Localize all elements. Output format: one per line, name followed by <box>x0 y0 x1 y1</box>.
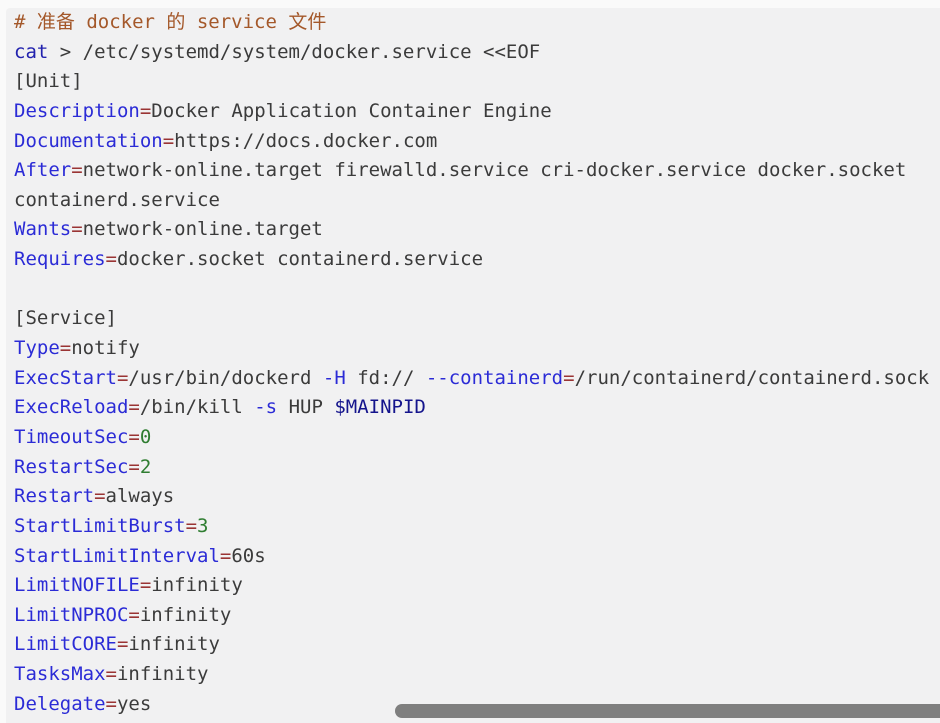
code-token-eq: = <box>105 663 117 686</box>
code-token-text: fd:// <box>345 366 426 389</box>
code-line: TimeoutSec=0 <box>14 423 940 453</box>
code-token-eq: = <box>162 129 175 152</box>
code-line: Requires=docker.socket containerd.servic… <box>14 245 940 275</box>
code-token-text: > /etc/systemd/system/docker.service <<E… <box>48 40 541 63</box>
code-token-key: -H <box>322 366 346 389</box>
code-line: Type=notify <box>14 334 940 364</box>
code-token-text: 60s <box>231 544 266 567</box>
code-line: ExecStart=/usr/bin/dockerd -H fd:// --co… <box>14 364 940 394</box>
code-line: LimitCORE=infinity <box>14 630 940 660</box>
code-token-eq: = <box>128 425 140 448</box>
code-line: ExecReload=/bin/kill -s HUP $MAINPID <box>14 393 940 423</box>
horizontal-scrollbar-thumb[interactable] <box>395 704 940 718</box>
code-token-eq: = <box>128 455 140 478</box>
code-line: LimitNOFILE=infinity <box>14 571 940 601</box>
code-token-text: HUP <box>277 396 335 419</box>
code-line: containerd.service <box>14 186 940 216</box>
code-line: RestartSec=2 <box>14 453 940 483</box>
code-line: cat > /etc/systemd/system/docker.service… <box>14 38 940 68</box>
code-line: Description=Docker Application Container… <box>14 97 940 127</box>
code-token-text: containerd.service <box>14 188 220 211</box>
code-token-cmd: cat <box>14 40 49 63</box>
code-token-text: [Service] <box>14 307 117 330</box>
code-line: StartLimitBurst=3 <box>14 512 940 542</box>
code-token-key: After <box>14 159 72 182</box>
code-token-key: TimeoutSec <box>14 425 129 448</box>
code-token-eq: = <box>105 692 117 715</box>
code-token-key: StartLimitInterval <box>14 544 220 567</box>
code-line: TasksMax=infinity <box>14 660 940 690</box>
code-token-eq: = <box>94 485 106 508</box>
code-token-eq: = <box>139 99 152 122</box>
code-token-eq: = <box>71 159 83 182</box>
code-token-key: Documentation <box>14 129 163 152</box>
code-token-key: --containerd <box>425 366 564 389</box>
code-token-key: LimitNPROC <box>14 603 129 626</box>
code-token-eq: = <box>563 366 575 389</box>
code-token-key: Type <box>14 337 60 360</box>
code-token-eq: = <box>185 514 198 537</box>
code-token-text: network-online.target firewalld.service … <box>82 159 907 182</box>
code-token-text: [Unit] <box>14 70 83 93</box>
code-token-key: LimitCORE <box>14 633 117 656</box>
code-token-text: https://docs.docker.com <box>174 129 438 152</box>
code-token-key: TasksMax <box>14 663 106 686</box>
code-token-text: /usr/bin/dockerd <box>128 366 323 389</box>
code-token-eq: = <box>139 574 152 597</box>
code-token-text: infinity <box>151 574 243 597</box>
code-token-text: always <box>105 485 175 508</box>
code-token-text: infinity <box>139 603 232 626</box>
code-token-eq: = <box>116 633 129 656</box>
code-line: StartLimitInterval=60s <box>14 542 940 572</box>
code-block: # 准备 docker 的 service 文件 cat > /etc/syste… <box>6 8 940 723</box>
code-token-num: 2 <box>139 455 152 478</box>
code-token-key: ExecStart <box>14 366 117 389</box>
code-token-text: Docker Application Container Engine <box>151 99 552 122</box>
code-token-key: ExecReload <box>14 396 129 419</box>
code-line: Delegate=yes <box>14 690 940 720</box>
code-token-key: Description <box>14 99 140 122</box>
code-token-num: 0 <box>139 425 152 448</box>
code-token-var: $MAINPID <box>334 396 426 419</box>
code-line: Wants=network-online.target <box>14 215 940 245</box>
code-token-eq: = <box>116 366 129 389</box>
code-token-text: yes <box>116 692 152 715</box>
code-token-num: 3 <box>197 514 209 537</box>
code-line: Documentation=https://docs.docker.com <box>14 127 940 157</box>
code-token-text: /bin/kill <box>139 396 255 419</box>
code-token-eq: = <box>128 603 140 626</box>
code-token-text: infinity <box>116 663 209 686</box>
code-token-key: Restart <box>14 485 95 508</box>
code-token-eq: = <box>219 544 232 567</box>
code-token-text: notify <box>71 337 140 360</box>
code-line: Restart=always <box>14 482 940 512</box>
code-token-eq: = <box>59 337 72 360</box>
code-token-key: LimitNOFILE <box>14 574 140 597</box>
code-line: # 准备 docker 的 service 文件 <box>14 8 940 38</box>
code-token-key: Requires <box>14 248 106 271</box>
code-token-text: infinity <box>128 633 220 656</box>
code-token-text: network-online.target <box>82 218 323 241</box>
code-token-key: -s <box>254 396 278 419</box>
code-token-eq: = <box>71 218 83 241</box>
code-line: [Unit] <box>14 67 940 97</box>
code-token-comment: # 准备 docker 的 service 文件 <box>14 11 327 33</box>
code-token-key: RestartSec <box>14 455 129 478</box>
code-token-key: StartLimitBurst <box>14 514 186 537</box>
code-line <box>14 275 940 305</box>
code-token-key: Delegate <box>14 692 106 715</box>
code-token-text: /run/containerd/containerd.sock <box>574 366 930 389</box>
code-token-key: Wants <box>14 218 72 241</box>
code-line: LimitNPROC=infinity <box>14 601 940 631</box>
code-token-eq: = <box>105 248 117 271</box>
code-token-eq: = <box>128 396 140 419</box>
code-line: [Service] <box>14 304 940 334</box>
code-token-text: docker.socket containerd.service <box>116 248 484 271</box>
code-line: After=network-online.target firewalld.se… <box>14 156 940 186</box>
